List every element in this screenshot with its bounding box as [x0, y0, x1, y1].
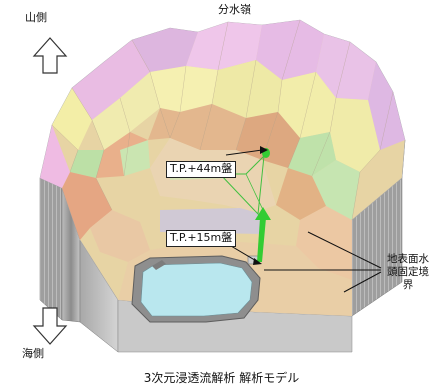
down-arrow-icon [32, 307, 68, 345]
up-arrow-icon [32, 37, 68, 74]
figure-caption: 3次元浸透流解析 解析モデル [143, 371, 300, 385]
seepage-flow-arrow [257, 218, 266, 262]
sea-basin [140, 262, 253, 317]
surface-boundary-label: 地表面水頭固定境界 [387, 253, 429, 291]
seepage-path [219, 148, 271, 262]
level-15m-label: T.P.+15m盤 [166, 230, 237, 247]
leader-lines [225, 146, 382, 293]
harbor [131, 255, 261, 323]
mountain-side-label: 山側 [25, 11, 47, 24]
watershed-label: 分水嶺 [218, 3, 251, 16]
level-44m-label: T.P.+44m盤 [166, 161, 237, 178]
sea-side-label: 海側 [22, 347, 44, 360]
